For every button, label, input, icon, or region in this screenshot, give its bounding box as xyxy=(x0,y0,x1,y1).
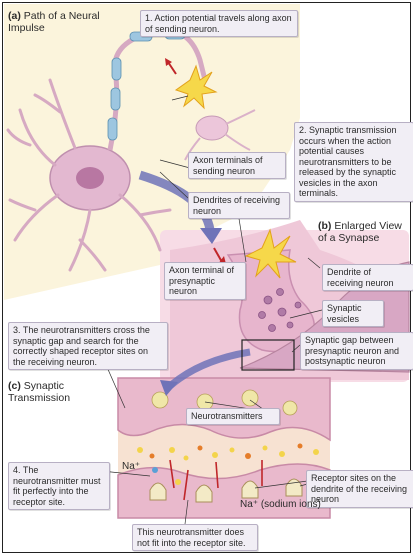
callout-1: 1. Action potential travels along axon o… xyxy=(140,10,298,37)
vesicle xyxy=(287,322,293,328)
label-neurotransmitters: Neurotransmitters xyxy=(186,408,280,425)
callout-5: This neurotransmitter does not fit into … xyxy=(132,524,258,551)
section-b-text: Enlarged View of a Synapse xyxy=(318,220,402,244)
section-a-letter: (a) xyxy=(8,10,21,22)
vesicle xyxy=(264,296,272,304)
vesicle xyxy=(278,308,286,316)
vesicle xyxy=(277,289,284,296)
label-vesicles: Synaptic vesicles xyxy=(322,300,384,327)
callout-2: 2. Synaptic transmission occurs when the… xyxy=(294,122,413,202)
label-axon-terminals: Axon terminals of sending neuron xyxy=(188,152,286,179)
label-axon-terminal-presynaptic: Axon terminal of presynaptic neuron xyxy=(164,262,246,300)
vesicle xyxy=(295,302,301,308)
label-dendrites: Dendrites of receiving neuron xyxy=(188,192,290,219)
label-dendrite-receiving: Dendrite of receiving neuron xyxy=(322,264,413,291)
section-a-text: Path of a Neural Impulse xyxy=(8,10,100,34)
vesicle xyxy=(259,312,266,319)
vesicle-c xyxy=(283,401,297,415)
label-na: Na⁺ xyxy=(122,462,140,473)
section-c-title: (c) Synaptic Transmission xyxy=(8,380,128,404)
receiving-neuron-small xyxy=(196,116,228,140)
myelin-sheath xyxy=(112,58,121,80)
neuron-nucleus xyxy=(76,167,104,189)
vesicle xyxy=(269,325,276,332)
myelin-sheath xyxy=(111,88,120,110)
section-b-letter: (b) xyxy=(318,220,331,232)
label-sodium-ions: Na⁺ (sodium ions) xyxy=(240,500,330,511)
section-c-letter: (c) xyxy=(8,380,21,392)
myelin-sheath xyxy=(108,118,117,140)
callout-4: 4. The neurotransmitter must fit perfect… xyxy=(8,462,110,510)
section-a-title: (a) Path of a Neural Impulse xyxy=(8,10,118,34)
callout-3: 3. The neurotransmitters cross the synap… xyxy=(8,322,168,370)
section-b-title: (b) Enlarged View of a Synapse xyxy=(318,220,406,244)
label-gap: Synaptic gap between presynaptic neuron … xyxy=(300,332,413,370)
